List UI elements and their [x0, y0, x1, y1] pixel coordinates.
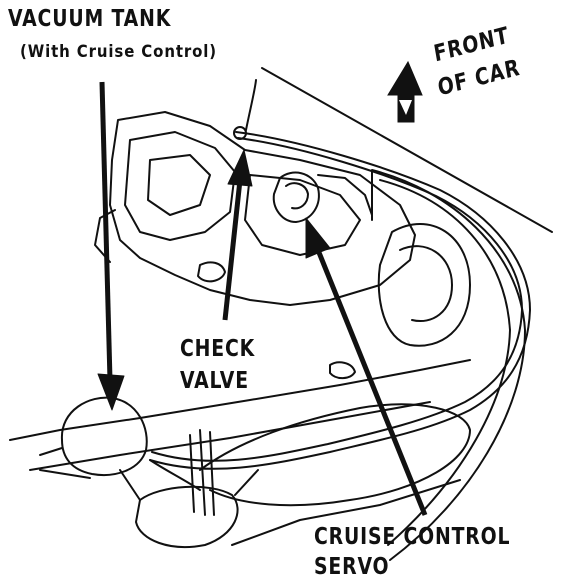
vacuum-tank-arrowhead: [97, 373, 125, 411]
fender-line: [261, 67, 553, 233]
check-valve-line1: CHECK: [180, 336, 256, 362]
vacuum-hose: [149, 131, 531, 470]
battery-tray: [135, 485, 239, 549]
vacuum-tank-label: VACUUM TANK: [8, 6, 172, 32]
check-valve-body: [233, 126, 247, 140]
vacuum-tank-sphere: [60, 396, 148, 476]
frame-rail: [9, 359, 471, 441]
servo-arrowhead: [305, 217, 331, 259]
front-of-car-arrow-icon: [387, 60, 423, 123]
engine-block: [109, 111, 416, 306]
wheel-house-outline: [371, 169, 526, 561]
vacuum-tank-note: (With Cruise Control): [20, 42, 218, 62]
cruise-control-servo-line2: SERVO: [314, 554, 390, 580]
servo-housing: [272, 171, 320, 223]
check-valve-line2: VALVE: [180, 368, 249, 394]
cruise-control-servo-line1: CRUISE CONTROL: [314, 524, 511, 550]
check-valve-arrowhead: [227, 149, 253, 187]
brake-booster: [377, 222, 471, 347]
